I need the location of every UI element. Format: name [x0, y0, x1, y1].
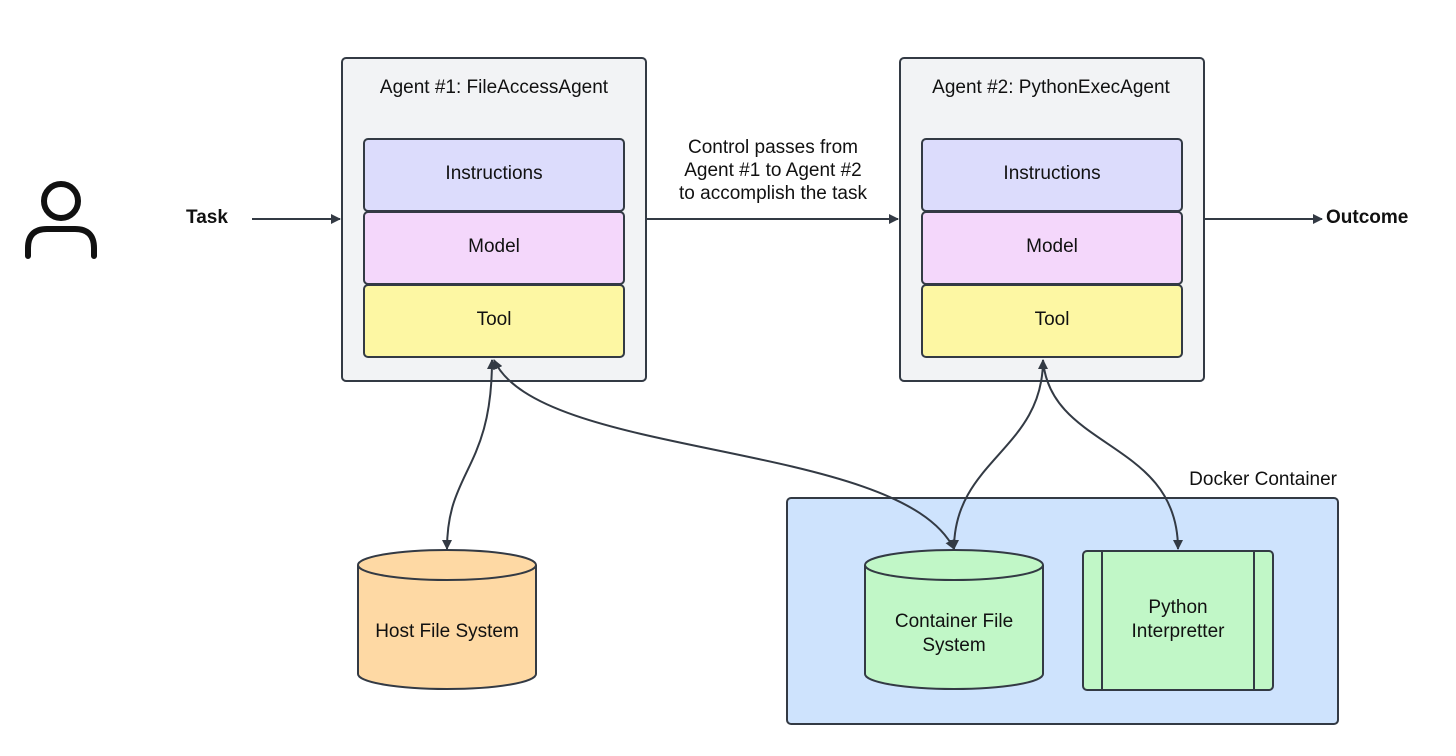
- agent-2-title: Agent #2: PythonExecAgent: [932, 77, 1170, 98]
- agent-1: Agent #1: FileAccessAgent Instructions M…: [341, 57, 647, 382]
- agent-1-tool-label: Tool: [477, 309, 512, 330]
- python-interpreter: Python Interpretter: [1082, 550, 1274, 691]
- handoff-text-line-2: Agent #1 to Agent #2: [684, 160, 862, 181]
- container-file-system: Container File System: [864, 549, 1044, 690]
- agent-1-model-label: Model: [468, 236, 520, 257]
- agent-2-instructions-label: Instructions: [1003, 163, 1100, 184]
- connector-agent1-tool-host-fs: [442, 359, 497, 550]
- host-file-system-label: Host File System: [375, 621, 519, 642]
- agent-1-tool-block: [363, 284, 625, 358]
- agent-1-title: Agent #1: FileAccessAgent: [380, 77, 609, 98]
- agent-1-instructions-label: Instructions: [445, 163, 542, 184]
- agent-2-model-label: Model: [1026, 236, 1078, 257]
- agent-2: Agent #2: PythonExecAgent Instructions M…: [899, 57, 1205, 382]
- handoff-text-line-3: to accomplish the task: [679, 183, 867, 204]
- connector-agent2-tool-container-fs: [949, 359, 1048, 550]
- connector-agent2-tool-python: [1042, 359, 1183, 550]
- host-file-system: Host File System: [357, 549, 537, 690]
- python-interpreter-label-line-1: Python: [1148, 597, 1207, 618]
- container-file-system-label-line-2: System: [922, 635, 985, 656]
- docker-label: Docker Container: [1189, 469, 1338, 490]
- handoff-text-line-1: Control passes from: [688, 137, 858, 158]
- connector-agent1-tool-container-fs: [493, 359, 955, 550]
- agent-2-tool-label: Tool: [1035, 309, 1070, 330]
- user-icon: [25, 181, 97, 259]
- outcome-label: Outcome: [1326, 207, 1408, 228]
- container-file-system-label-line-1: Container File: [895, 611, 1013, 632]
- python-interpreter-label-line-2: Interpretter: [1132, 621, 1226, 642]
- agent-2-tool-block: [921, 284, 1183, 358]
- task-label: Task: [186, 207, 228, 228]
